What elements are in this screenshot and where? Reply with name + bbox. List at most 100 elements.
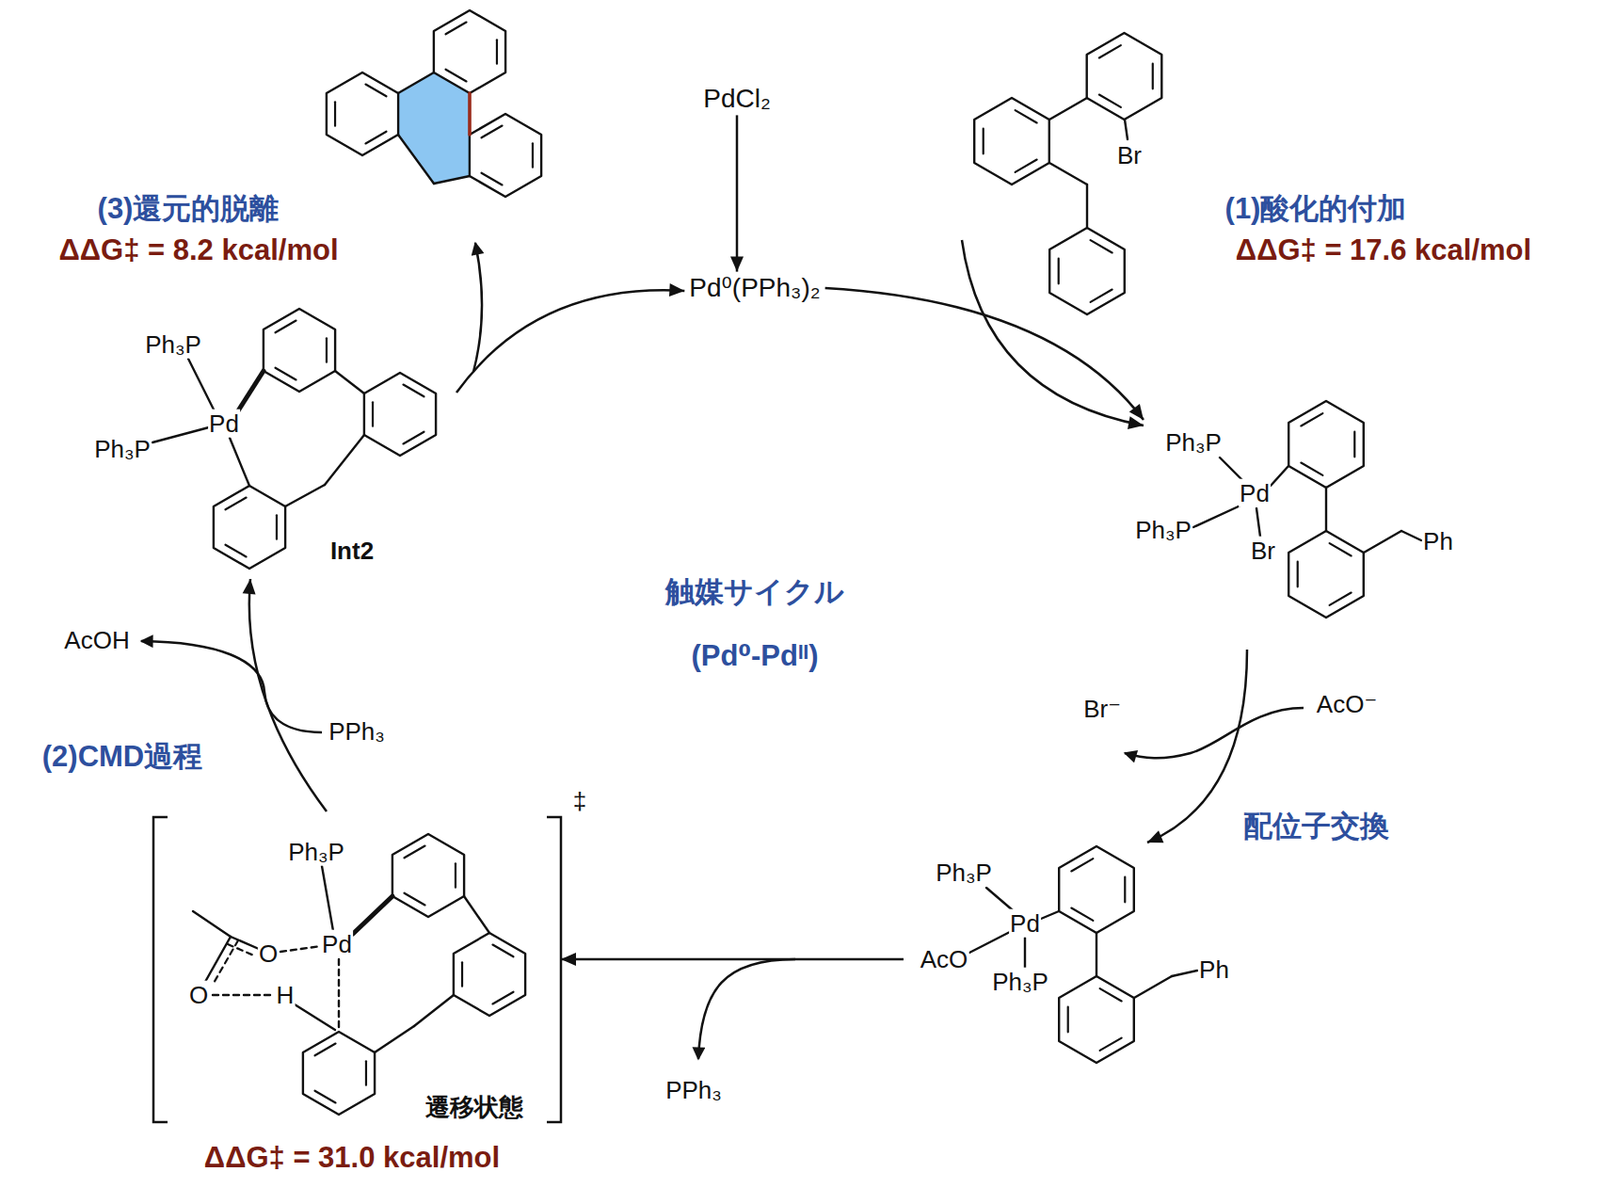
bond-line xyxy=(1256,508,1261,537)
atom-label: Pd xyxy=(208,409,240,438)
benzene-ring xyxy=(433,10,506,94)
text-holder: Ph₃P xyxy=(1134,516,1193,544)
arrow-line xyxy=(560,958,904,961)
bond-line xyxy=(414,994,454,1026)
bond-line xyxy=(1329,592,1352,606)
benzene-ring xyxy=(392,833,464,917)
text-holder: Ph₃P xyxy=(93,435,152,464)
bond-line xyxy=(315,1043,336,1056)
benzene-ring xyxy=(1058,846,1135,933)
atom-label: Ph xyxy=(1422,527,1455,556)
benzene-ring xyxy=(1288,530,1364,618)
bond-line xyxy=(1123,877,1126,903)
bond-line xyxy=(467,93,472,135)
bond-line xyxy=(1353,432,1356,458)
bond-line xyxy=(446,22,467,35)
text-holder: Ph₃P xyxy=(934,859,993,887)
bond-line xyxy=(294,1004,336,1030)
benzene-ring xyxy=(1058,976,1135,1063)
bond-line xyxy=(188,358,215,412)
bond-line xyxy=(398,134,434,184)
bond-line xyxy=(1300,413,1323,426)
label-holder: 触媒サイクル xyxy=(664,576,846,608)
label-holder: (1)酸化的付加 xyxy=(1224,192,1408,225)
transition-state: Ph₃POPdOH遷移状態 xyxy=(153,811,561,1128)
atom-label: Int2 xyxy=(329,536,375,565)
text-holder: Ph₃P xyxy=(144,331,203,359)
bond-line xyxy=(285,484,325,507)
bond-line xyxy=(461,961,464,986)
bond-line xyxy=(1049,97,1088,120)
bond-line xyxy=(365,131,386,144)
arrow-head xyxy=(1147,830,1164,843)
bond-line xyxy=(404,893,426,906)
side-arrow xyxy=(698,959,796,1059)
species-label: AcOH xyxy=(63,625,130,655)
atom-label: O xyxy=(188,980,209,1009)
bond-line xyxy=(496,39,498,64)
bond-line xyxy=(464,896,490,933)
arrow-head xyxy=(1127,416,1144,430)
label-holder: PPh₃ xyxy=(664,1076,723,1104)
atom-label: Pd xyxy=(1238,479,1271,508)
text-holder: Ph₃P xyxy=(1164,429,1223,457)
bond-line xyxy=(352,896,393,934)
energy-barrier: ΔΔG‡ = 8.2 kcal/mol xyxy=(57,233,339,267)
benzene-ring xyxy=(303,1031,375,1115)
bond-line xyxy=(1193,505,1241,528)
benzene-ring xyxy=(364,372,436,456)
bond-line xyxy=(398,72,434,94)
bond-line xyxy=(481,173,503,186)
step-name: (3)還元的脱離 xyxy=(96,192,281,225)
energy-barrier: ΔΔG‡ = 17.6 kcal/mol xyxy=(1234,233,1533,267)
catalyst-node: Pd⁰(PPh₃)₂ xyxy=(684,272,825,305)
bond-line xyxy=(1024,937,1026,968)
arrow-head xyxy=(669,283,685,297)
bond-line xyxy=(1067,1007,1070,1033)
step-name: (2)CMD過程 xyxy=(41,739,205,773)
text-holder: Pd xyxy=(208,410,240,438)
formula-text: Pd⁰(PPh₃)₂ xyxy=(688,273,821,304)
text-holder: Ph xyxy=(1198,956,1231,984)
label-holder: PPh₃ xyxy=(327,718,386,746)
bond-line xyxy=(1300,463,1323,476)
bond-line xyxy=(225,544,247,558)
bond-line xyxy=(212,940,239,985)
bond-line xyxy=(321,865,334,931)
benzene-ring xyxy=(974,97,1050,185)
reaction-arrow xyxy=(560,952,904,966)
ts-symbol: ‡ xyxy=(572,786,588,816)
oxidative-addition-complex: Ph₃PPdPh₃PBrPh xyxy=(1143,395,1506,650)
reagent-node: PdCl₂ xyxy=(698,82,776,116)
atom-label: Ph₃P xyxy=(144,330,203,359)
bond-line xyxy=(1040,911,1059,919)
bond-line xyxy=(1134,976,1172,998)
bond-line xyxy=(1090,289,1113,303)
bond-line xyxy=(324,434,365,485)
bond-line xyxy=(374,1025,415,1053)
label-holder: Br⁻ xyxy=(1082,695,1122,723)
arrow-line xyxy=(961,240,1144,426)
energy-barrier: ΔΔG‡ = 31.0 kcal/mol xyxy=(203,1140,501,1174)
formula-text: PdCl₂ xyxy=(702,84,772,114)
bond-line xyxy=(1095,932,1098,976)
text-holder: Int2 xyxy=(329,537,375,565)
bond-line xyxy=(481,126,503,139)
atom-label: Ph xyxy=(1198,955,1231,984)
benzene-ring xyxy=(1049,227,1125,315)
bond-line xyxy=(280,945,321,952)
text-holder: O xyxy=(188,981,209,1009)
bond-line xyxy=(492,992,513,1005)
side-arrow xyxy=(1124,707,1304,758)
step-name: (1)酸化的付加 xyxy=(1224,192,1408,225)
text-holder: Pd xyxy=(1008,910,1041,938)
reaction-arrow xyxy=(242,578,327,812)
benzene-ring xyxy=(263,308,336,392)
bond-line xyxy=(1099,95,1121,108)
text-holder: AcO xyxy=(919,945,970,974)
bond-line xyxy=(371,401,374,426)
species-label: PPh₃ xyxy=(327,717,386,746)
benzene-ring xyxy=(453,932,526,1016)
ts-bracket xyxy=(153,816,168,1122)
ts-bracket xyxy=(546,816,561,1122)
